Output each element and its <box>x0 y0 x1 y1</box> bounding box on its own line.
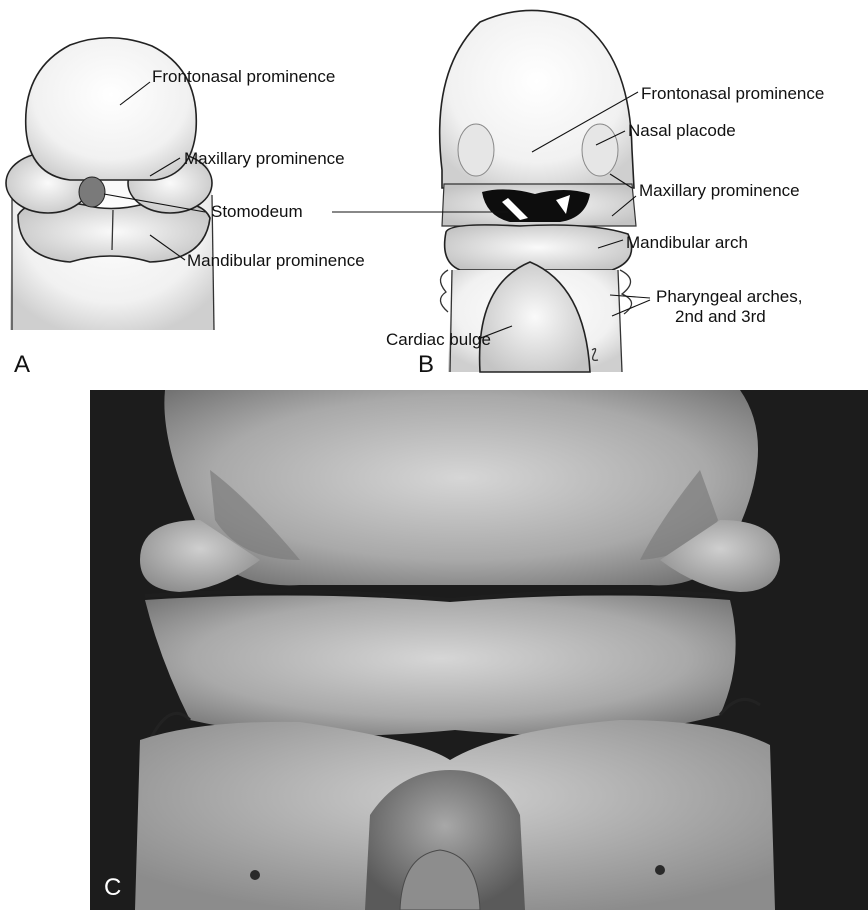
label-a-stomodeum: Stomodeum <box>211 202 303 221</box>
label-b-frontonasal-prominence: Frontonasal prominence <box>641 84 824 103</box>
label-b-maxillary-prominence: Maxillary prominence <box>639 181 800 200</box>
label-b-pharyngeal-arches-line2: 2nd and 3rd <box>675 307 766 326</box>
label-b-nasal-placode: Nasal placode <box>628 121 736 140</box>
label-b-pharyngeal-arches-line1: Pharyngeal arches, <box>656 287 802 306</box>
label-b-cardiac-bulge: Cardiac bulge <box>386 330 491 349</box>
label-b-mandibular-arch: Mandibular arch <box>626 233 748 252</box>
label-a-frontonasal-prominence: Frontonasal prominence <box>152 67 335 86</box>
label-a-maxillary-prominence: Maxillary prominence <box>184 149 345 168</box>
panel-letter-a: A <box>14 351 30 378</box>
label-a-mandibular-prominence: Mandibular prominence <box>187 251 365 270</box>
panel-b-drawing <box>332 10 650 372</box>
panel-letter-c: C <box>104 874 121 901</box>
panel-c-sem-image <box>90 390 868 910</box>
panel-letter-b: B <box>418 351 434 378</box>
